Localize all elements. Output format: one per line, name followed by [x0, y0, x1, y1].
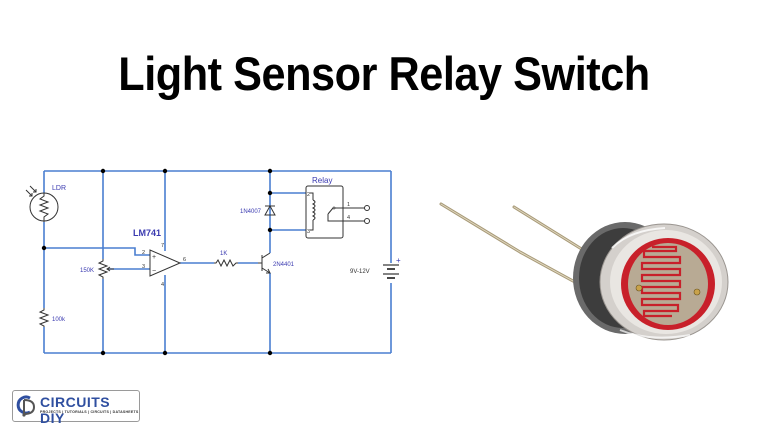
relay-switch-icon [327, 207, 334, 215]
relay-terminal-4 [364, 218, 370, 224]
potentiometer-symbol [97, 259, 109, 279]
resistor-100k-label: 100k [52, 317, 66, 323]
relay-symbol [305, 185, 370, 239]
relay-pin-3: 3 [307, 229, 310, 235]
junction-dot [267, 168, 273, 174]
opamp-pin-7: 7 [161, 243, 164, 249]
ldr-contact-right [693, 288, 701, 296]
relay-pin-4: 4 [347, 215, 350, 221]
junction-dot [100, 168, 106, 174]
resistor-1k-symbol [214, 258, 238, 268]
junction-dot [162, 168, 168, 174]
transistor-label: 2N4401 [273, 262, 295, 268]
ldr-contact-left [635, 284, 643, 292]
battery-label: 9V-12V [350, 269, 370, 275]
junction-dot [100, 350, 106, 356]
circuits-diy-logo[interactable]: CIRCUITS DIY PROJECTS | TUTORIALS | CIRC… [12, 390, 140, 426]
junction-dot [162, 350, 168, 356]
junction-dots [41, 168, 273, 356]
circuits-diy-mark-icon [16, 395, 36, 417]
resistor-1k-label: 1K [220, 251, 227, 257]
logo-tagline: PROJECTS | TUTORIALS | CIRCUITS | DATASH… [40, 410, 139, 414]
relay-coil-icon [311, 199, 316, 221]
junction-dot [267, 350, 273, 356]
pot-label: 150K [80, 268, 94, 274]
resistor-100k-symbol [38, 308, 50, 327]
junction-dot [267, 227, 273, 233]
battery-symbol [383, 264, 399, 279]
opamp-pin-6: 6 [183, 257, 186, 263]
light-arrow-icon [25, 189, 33, 197]
ldr-photo [439, 202, 729, 341]
opamp-pin-2: 2 [142, 250, 145, 256]
ldr-symbol [25, 185, 59, 222]
wires [43, 170, 392, 354]
diode-symbol [264, 204, 276, 216]
light-arrow-icon [29, 185, 37, 193]
ldr-serpentine-track [640, 245, 682, 318]
opamp-plus-sign: + [152, 254, 156, 261]
opamp-minus-sign: − [152, 268, 156, 275]
battery-plus-sign: + [396, 256, 401, 265]
opamp-label: LM741 [133, 228, 161, 238]
relay-terminal-1 [364, 205, 370, 211]
opamp-pin-4: 4 [161, 282, 164, 288]
ldr-label: LDR [52, 185, 66, 192]
relay-pin-2: 2 [307, 192, 310, 198]
logo-brand-name: CIRCUITS DIY [40, 394, 111, 426]
page-title: Light Sensor Relay Switch [118, 47, 650, 100]
ldr-lead-left [439, 202, 592, 292]
noninv-input-wire [44, 247, 150, 256]
transistor-symbol [258, 252, 271, 274]
junction-dot [267, 190, 273, 196]
opamp-symbol: + − [149, 249, 182, 277]
relay-label: Relay [312, 176, 332, 185]
diode-label: 1N4007 [240, 209, 262, 215]
junction-dot [41, 245, 47, 251]
relay-pin-1: 1 [347, 202, 350, 208]
opamp-pin-3: 3 [142, 264, 145, 270]
